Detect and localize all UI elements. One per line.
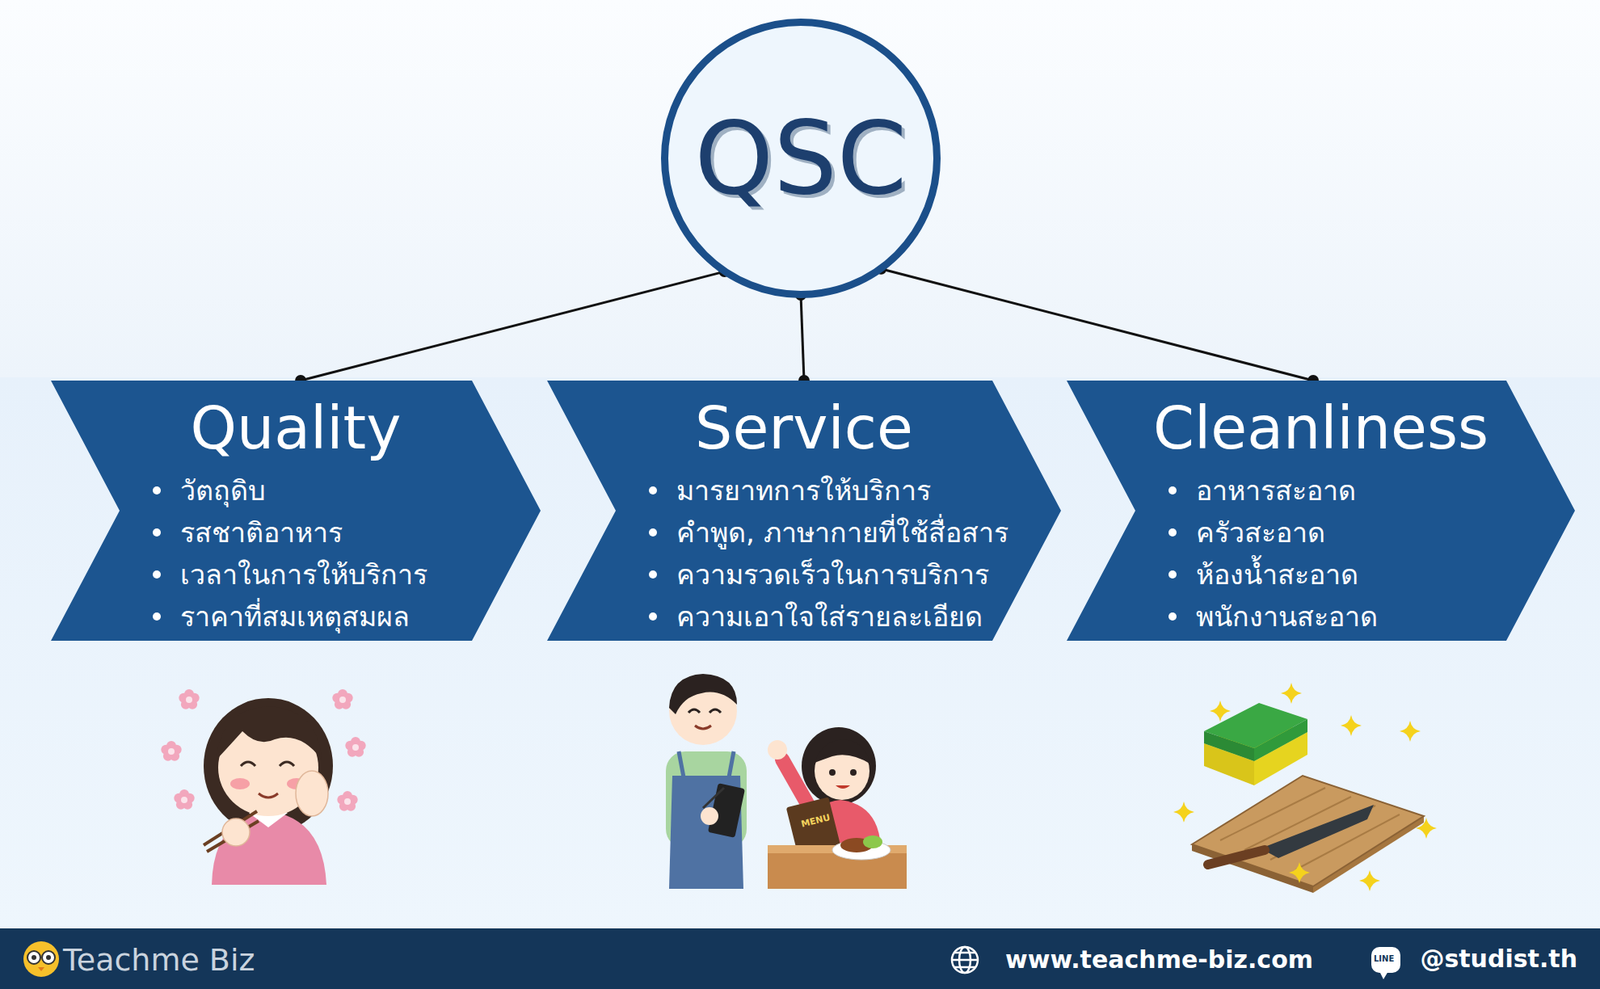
chevron-fill bbox=[50, 380, 541, 641]
bullet-row: รสชาติอาหาร bbox=[50, 511, 541, 554]
chevron-title-row: Quality bbox=[50, 398, 541, 458]
bullet-dot bbox=[152, 528, 161, 537]
bullet-row: วัตถุดิบ bbox=[50, 469, 541, 512]
connector bbox=[875, 263, 1319, 387]
bullet-text: วัตถุดิบ bbox=[180, 469, 266, 512]
quality-illustration bbox=[160, 689, 366, 885]
bullet-dot bbox=[152, 570, 161, 579]
category-chevron: Cleanliness อาหารสะอาดครัวสะอาดห้องน้ำสะอ… bbox=[1066, 380, 1575, 641]
bullet-dot bbox=[648, 612, 657, 621]
bullet-row: พนักงานสะอาด bbox=[1066, 595, 1575, 638]
connector-line bbox=[300, 271, 725, 381]
bullet-dot bbox=[1168, 570, 1177, 579]
connector bbox=[294, 265, 730, 387]
bullet-row: คำพูด, ภาษากายที่ใช้สื่อสาร bbox=[547, 511, 1062, 554]
bullet-text: รสชาติอาหาร bbox=[180, 511, 343, 554]
bullet-text: มารยาทการให้บริการ bbox=[676, 469, 931, 512]
logo-icon bbox=[23, 941, 59, 977]
chevron-title: Quality bbox=[190, 393, 402, 463]
bullet-text: ความรวดเร็วในการบริการ bbox=[676, 553, 990, 596]
chevron-title: Cleanliness bbox=[1153, 393, 1489, 463]
connector-line bbox=[800, 294, 805, 381]
bullet-dot bbox=[648, 528, 657, 537]
brand-logo: Teachme Biz bbox=[63, 942, 255, 980]
globe-icon bbox=[951, 947, 978, 973]
bullet-text: เวลาในการให้บริการ bbox=[180, 553, 428, 596]
category-chevron: Quality วัตถุดิบรสชาติอาหารเวลาในการให้บร… bbox=[50, 380, 541, 641]
service-illustration bbox=[665, 673, 907, 889]
bullet-row: เวลาในการให้บริการ bbox=[50, 553, 541, 596]
bullet-row: ราคาที่สมเหตุสมผล bbox=[50, 595, 541, 638]
chevron-title-row: Cleanliness bbox=[1066, 398, 1575, 458]
chevron-fill bbox=[1066, 380, 1575, 641]
bullet-dot bbox=[1168, 486, 1177, 495]
bullet-text: ความเอาใจใส่รายละเอียด bbox=[676, 595, 983, 638]
bullet-text: ห้องน้ำสะอาด bbox=[1195, 553, 1359, 596]
chevron-fill bbox=[547, 380, 1062, 641]
bullet-row: ครัวสะอาด bbox=[1066, 511, 1575, 554]
cleanliness-illustration bbox=[1173, 682, 1437, 893]
chevron-title-row: Service bbox=[547, 398, 1062, 458]
chevron-title: Service bbox=[694, 393, 914, 463]
bullet-text: คำพูด, ภาษากายที่ใช้สื่อสาร bbox=[676, 511, 1009, 554]
bullet-row: ความรวดเร็วในการบริการ bbox=[547, 553, 1062, 596]
hub-circle: QSC bbox=[661, 18, 941, 299]
bullet-row: ห้องน้ำสะอาด bbox=[1066, 553, 1575, 596]
connector bbox=[795, 289, 810, 387]
line-account: @studist.th bbox=[1419, 944, 1578, 974]
bullet-row: มารยาทการให้บริการ bbox=[547, 469, 1062, 512]
bullet-text: ราคาที่สมเหตุสมผล bbox=[180, 595, 410, 638]
connector-line bbox=[880, 269, 1314, 381]
bullet-row: อาหารสะอาด bbox=[1066, 469, 1575, 512]
bullet-dot bbox=[1168, 528, 1177, 537]
bullet-dot bbox=[1168, 612, 1177, 621]
hub-title: QSC bbox=[694, 108, 908, 209]
line-icon bbox=[1371, 947, 1401, 980]
category-chevron: Service มารยาทการให้บริการคำพูด, ภาษากายท… bbox=[547, 380, 1062, 641]
bullet-dot bbox=[152, 612, 161, 621]
bullet-dot bbox=[152, 486, 161, 495]
website-url: www.teachme-biz.com bbox=[1005, 945, 1314, 975]
bullet-row: ความเอาใจใส่รายละเอียด bbox=[547, 595, 1062, 638]
bullet-text: พนักงานสะอาด bbox=[1195, 595, 1378, 638]
bullet-text: ครัวสะอาด bbox=[1195, 511, 1326, 554]
bullet-text: อาหารสะอาด bbox=[1195, 469, 1356, 512]
line-icon-text: LINE bbox=[1373, 954, 1394, 965]
bullet-dot bbox=[648, 570, 657, 579]
bullet-dot bbox=[648, 486, 657, 495]
